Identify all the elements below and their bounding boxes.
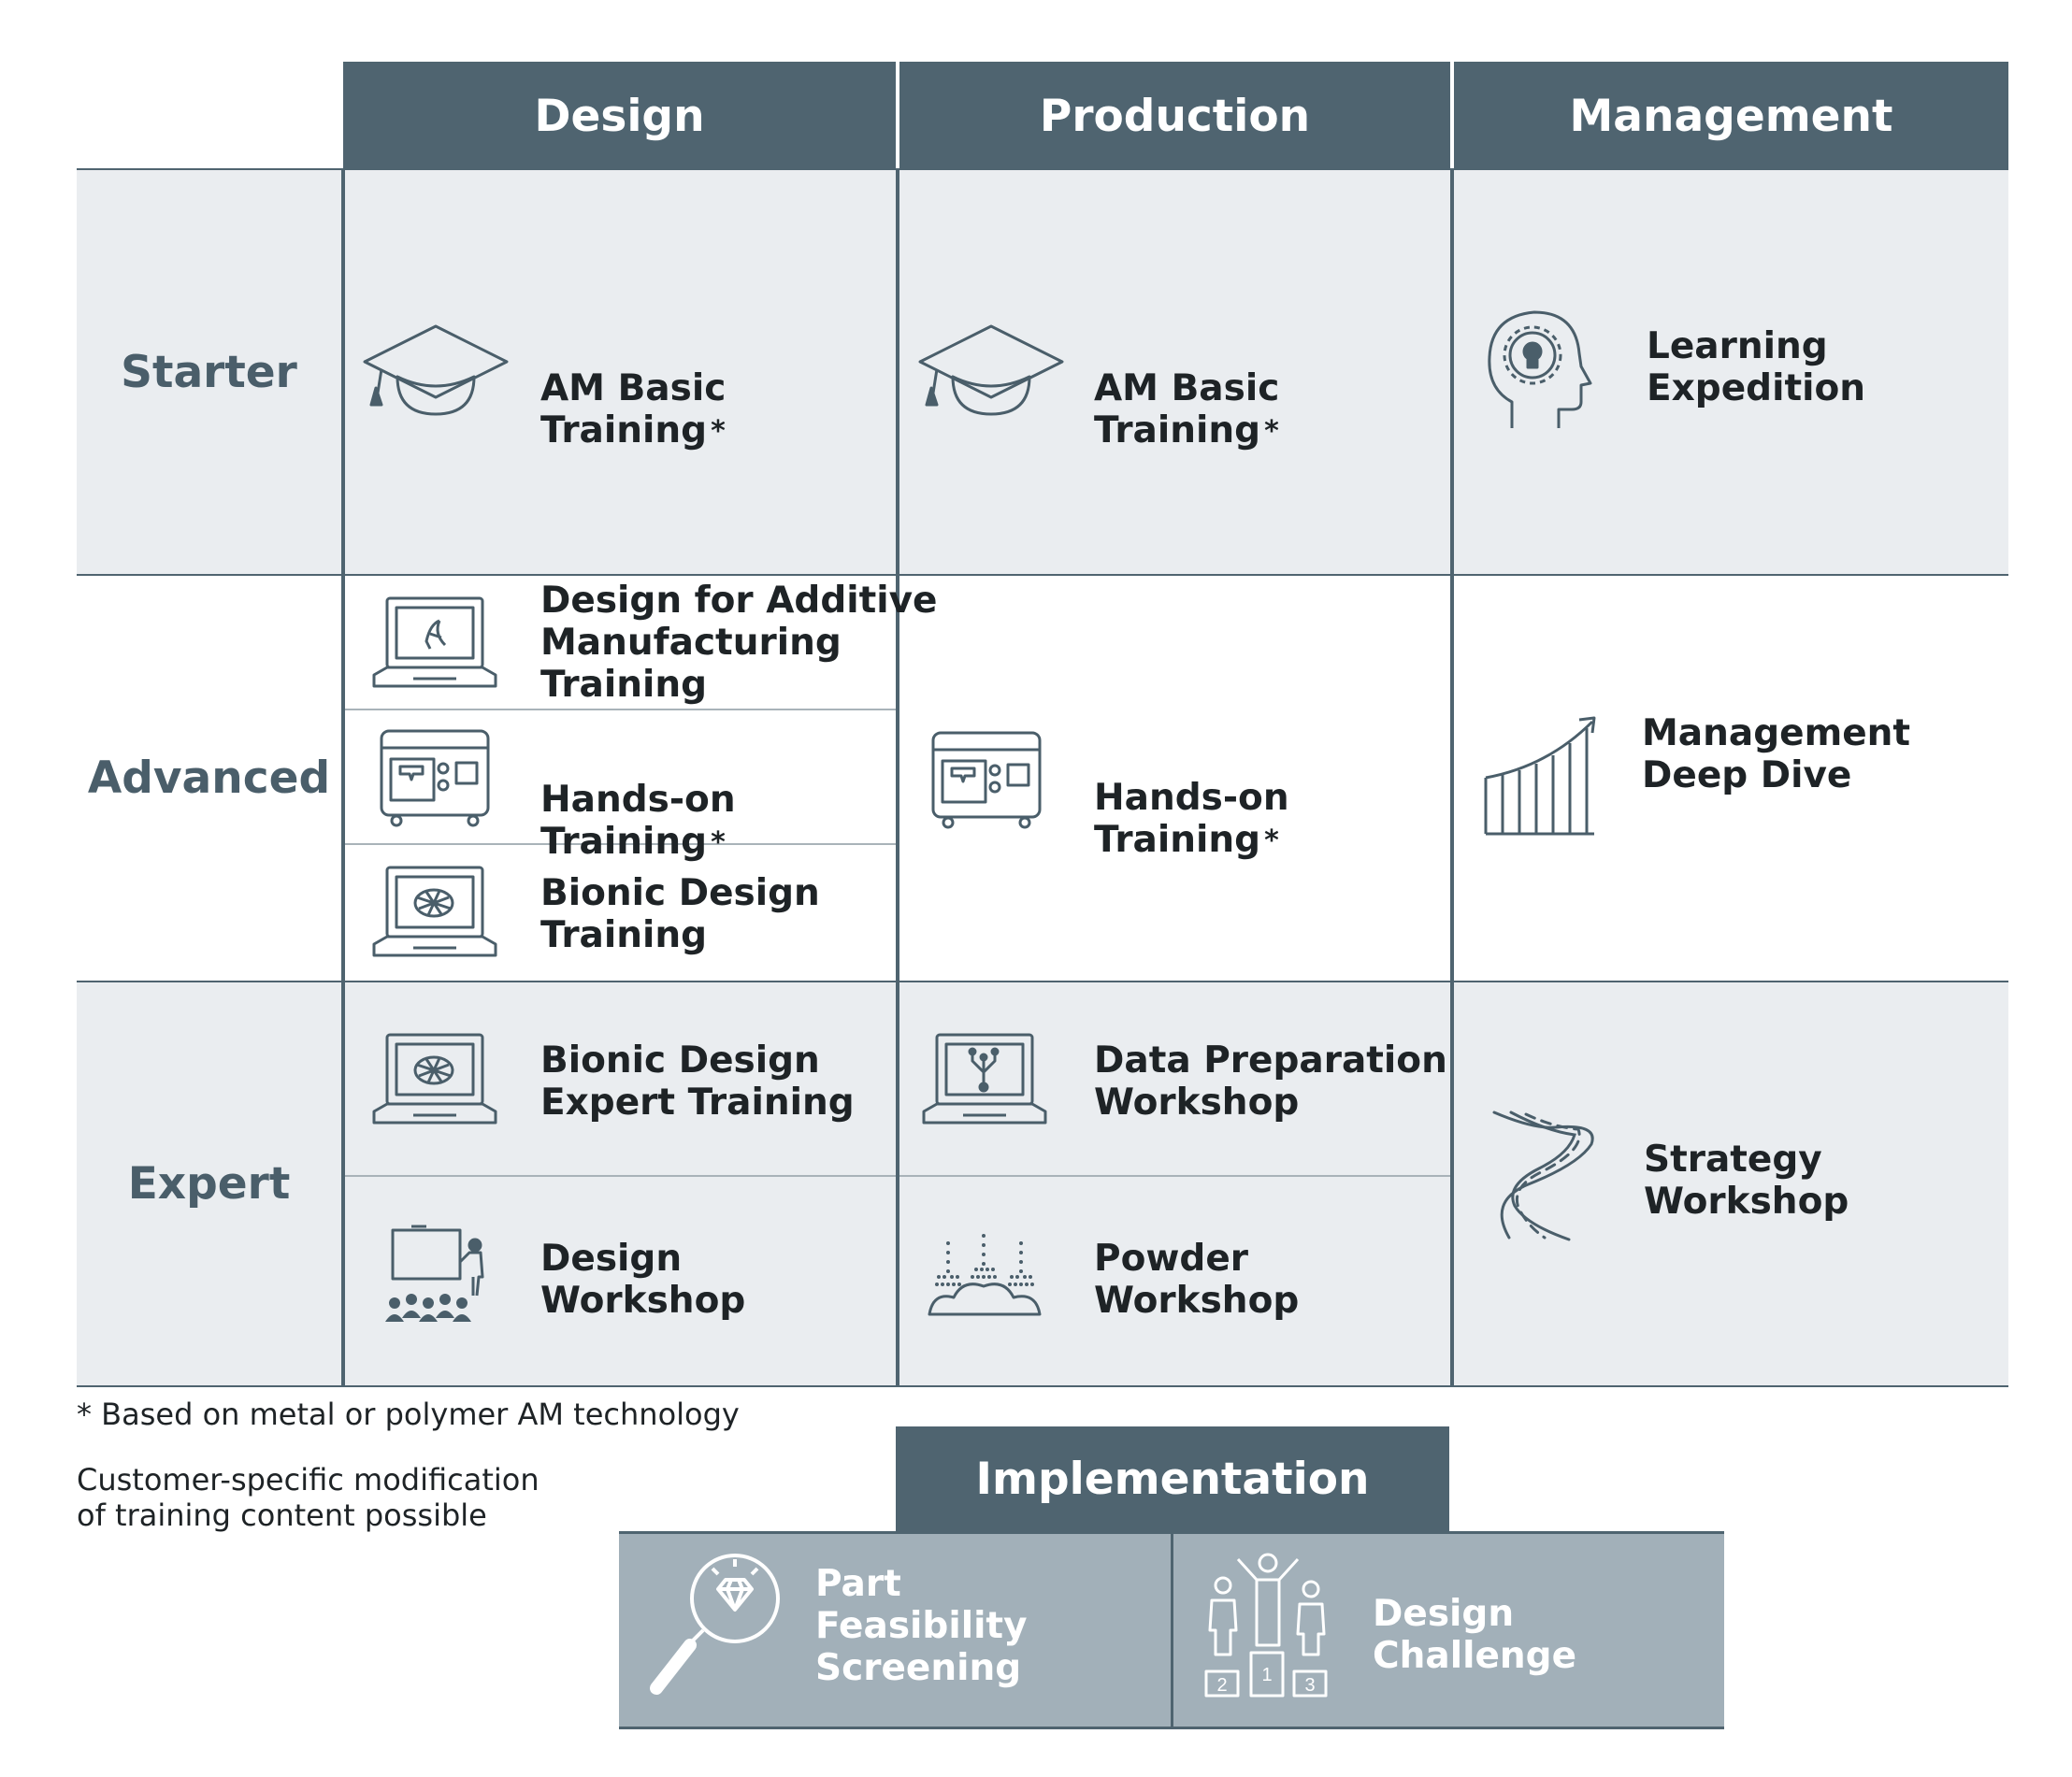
- column-line: [341, 168, 345, 1386]
- growth-chart-icon: [1482, 712, 1604, 838]
- grid-line: [77, 574, 2008, 576]
- cell-label-dfam-training: Design for Additive Manufacturing Traini…: [540, 580, 938, 706]
- grid-line: [77, 981, 2008, 982]
- laptop-data-icon: [922, 1033, 1047, 1126]
- powder-icon: [926, 1232, 1043, 1318]
- row-label-expert: Expert: [127, 1158, 291, 1210]
- laptop-bionic-icon: [372, 866, 497, 959]
- row-label-advanced: Advanced: [87, 752, 331, 804]
- column-line: [896, 168, 899, 1386]
- cell-label-learning-expedition: Learning Expedition: [1647, 325, 1866, 409]
- cell-label-powder-workshop: Powder Workshop: [1094, 1238, 1300, 1322]
- head-gear-lightbulb-icon: [1484, 308, 1592, 430]
- magnifier-diamond-icon: [650, 1552, 782, 1696]
- implementation-label-part-feasibility: Part Feasibility Screening: [815, 1563, 1028, 1689]
- cell-label-bionic-design-training: Bionic Design Training: [540, 872, 820, 956]
- grid-line: [77, 1385, 2008, 1387]
- cell-label-management-deep-dive: Management Deep Dive: [1642, 712, 1911, 796]
- cell-label-strategy-workshop: Strategy Workshop: [1644, 1139, 1849, 1223]
- graduation-cap-icon: [363, 322, 512, 416]
- sub-row-line: [899, 1175, 1452, 1177]
- sub-row-line: [345, 843, 898, 845]
- column-line: [1450, 168, 1454, 1386]
- presentation-audience-icon: [383, 1225, 492, 1327]
- column-header-production: Production: [899, 62, 1450, 170]
- printer-machine-icon: [929, 729, 1043, 829]
- customization-note: Customer-specific modification of traini…: [77, 1462, 540, 1533]
- laptop-design-icon: [372, 596, 497, 690]
- sub-row-line: [345, 709, 898, 710]
- cell-label-am-basic-production: AM Basic Training*: [1094, 367, 1280, 451]
- cell-label-bionic-design-expert: Bionic Design Expert Training: [540, 1039, 855, 1124]
- cell-label-am-basic-design: AM Basic Training*: [540, 367, 727, 451]
- row-label-starter: Starter: [121, 346, 297, 398]
- implementation-header: Implementation: [896, 1426, 1449, 1531]
- svg-text:1: 1: [1261, 1665, 1272, 1685]
- graduation-cap-icon: [918, 322, 1068, 416]
- laptop-bionic-icon: [372, 1033, 497, 1126]
- column-header-management: Management: [1454, 62, 2008, 170]
- winding-road-icon: [1489, 1111, 1604, 1241]
- sub-row-line: [345, 1175, 898, 1177]
- implementation-label-design-challenge: Design Challenge: [1373, 1593, 1577, 1677]
- svg-text:3: 3: [1304, 1675, 1315, 1696]
- cell-label-hands-on-design: Hands-on Training*: [540, 779, 736, 863]
- svg-text:2: 2: [1216, 1675, 1227, 1696]
- podium-icon: 2 1 3: [1201, 1552, 1335, 1701]
- implementation-divider: [1171, 1534, 1173, 1727]
- column-header-design: Design: [343, 62, 896, 170]
- footnote: * Based on metal or polymer AM technolog…: [77, 1397, 740, 1432]
- printer-machine-icon: [378, 727, 492, 827]
- cell-label-design-workshop: Design Workshop: [540, 1238, 746, 1322]
- cell-label-hands-on-production: Hands-on Training*: [1094, 777, 1289, 861]
- grid-line: [77, 168, 343, 170]
- cell-label-data-preparation: Data Preparation Workshop: [1094, 1039, 1447, 1124]
